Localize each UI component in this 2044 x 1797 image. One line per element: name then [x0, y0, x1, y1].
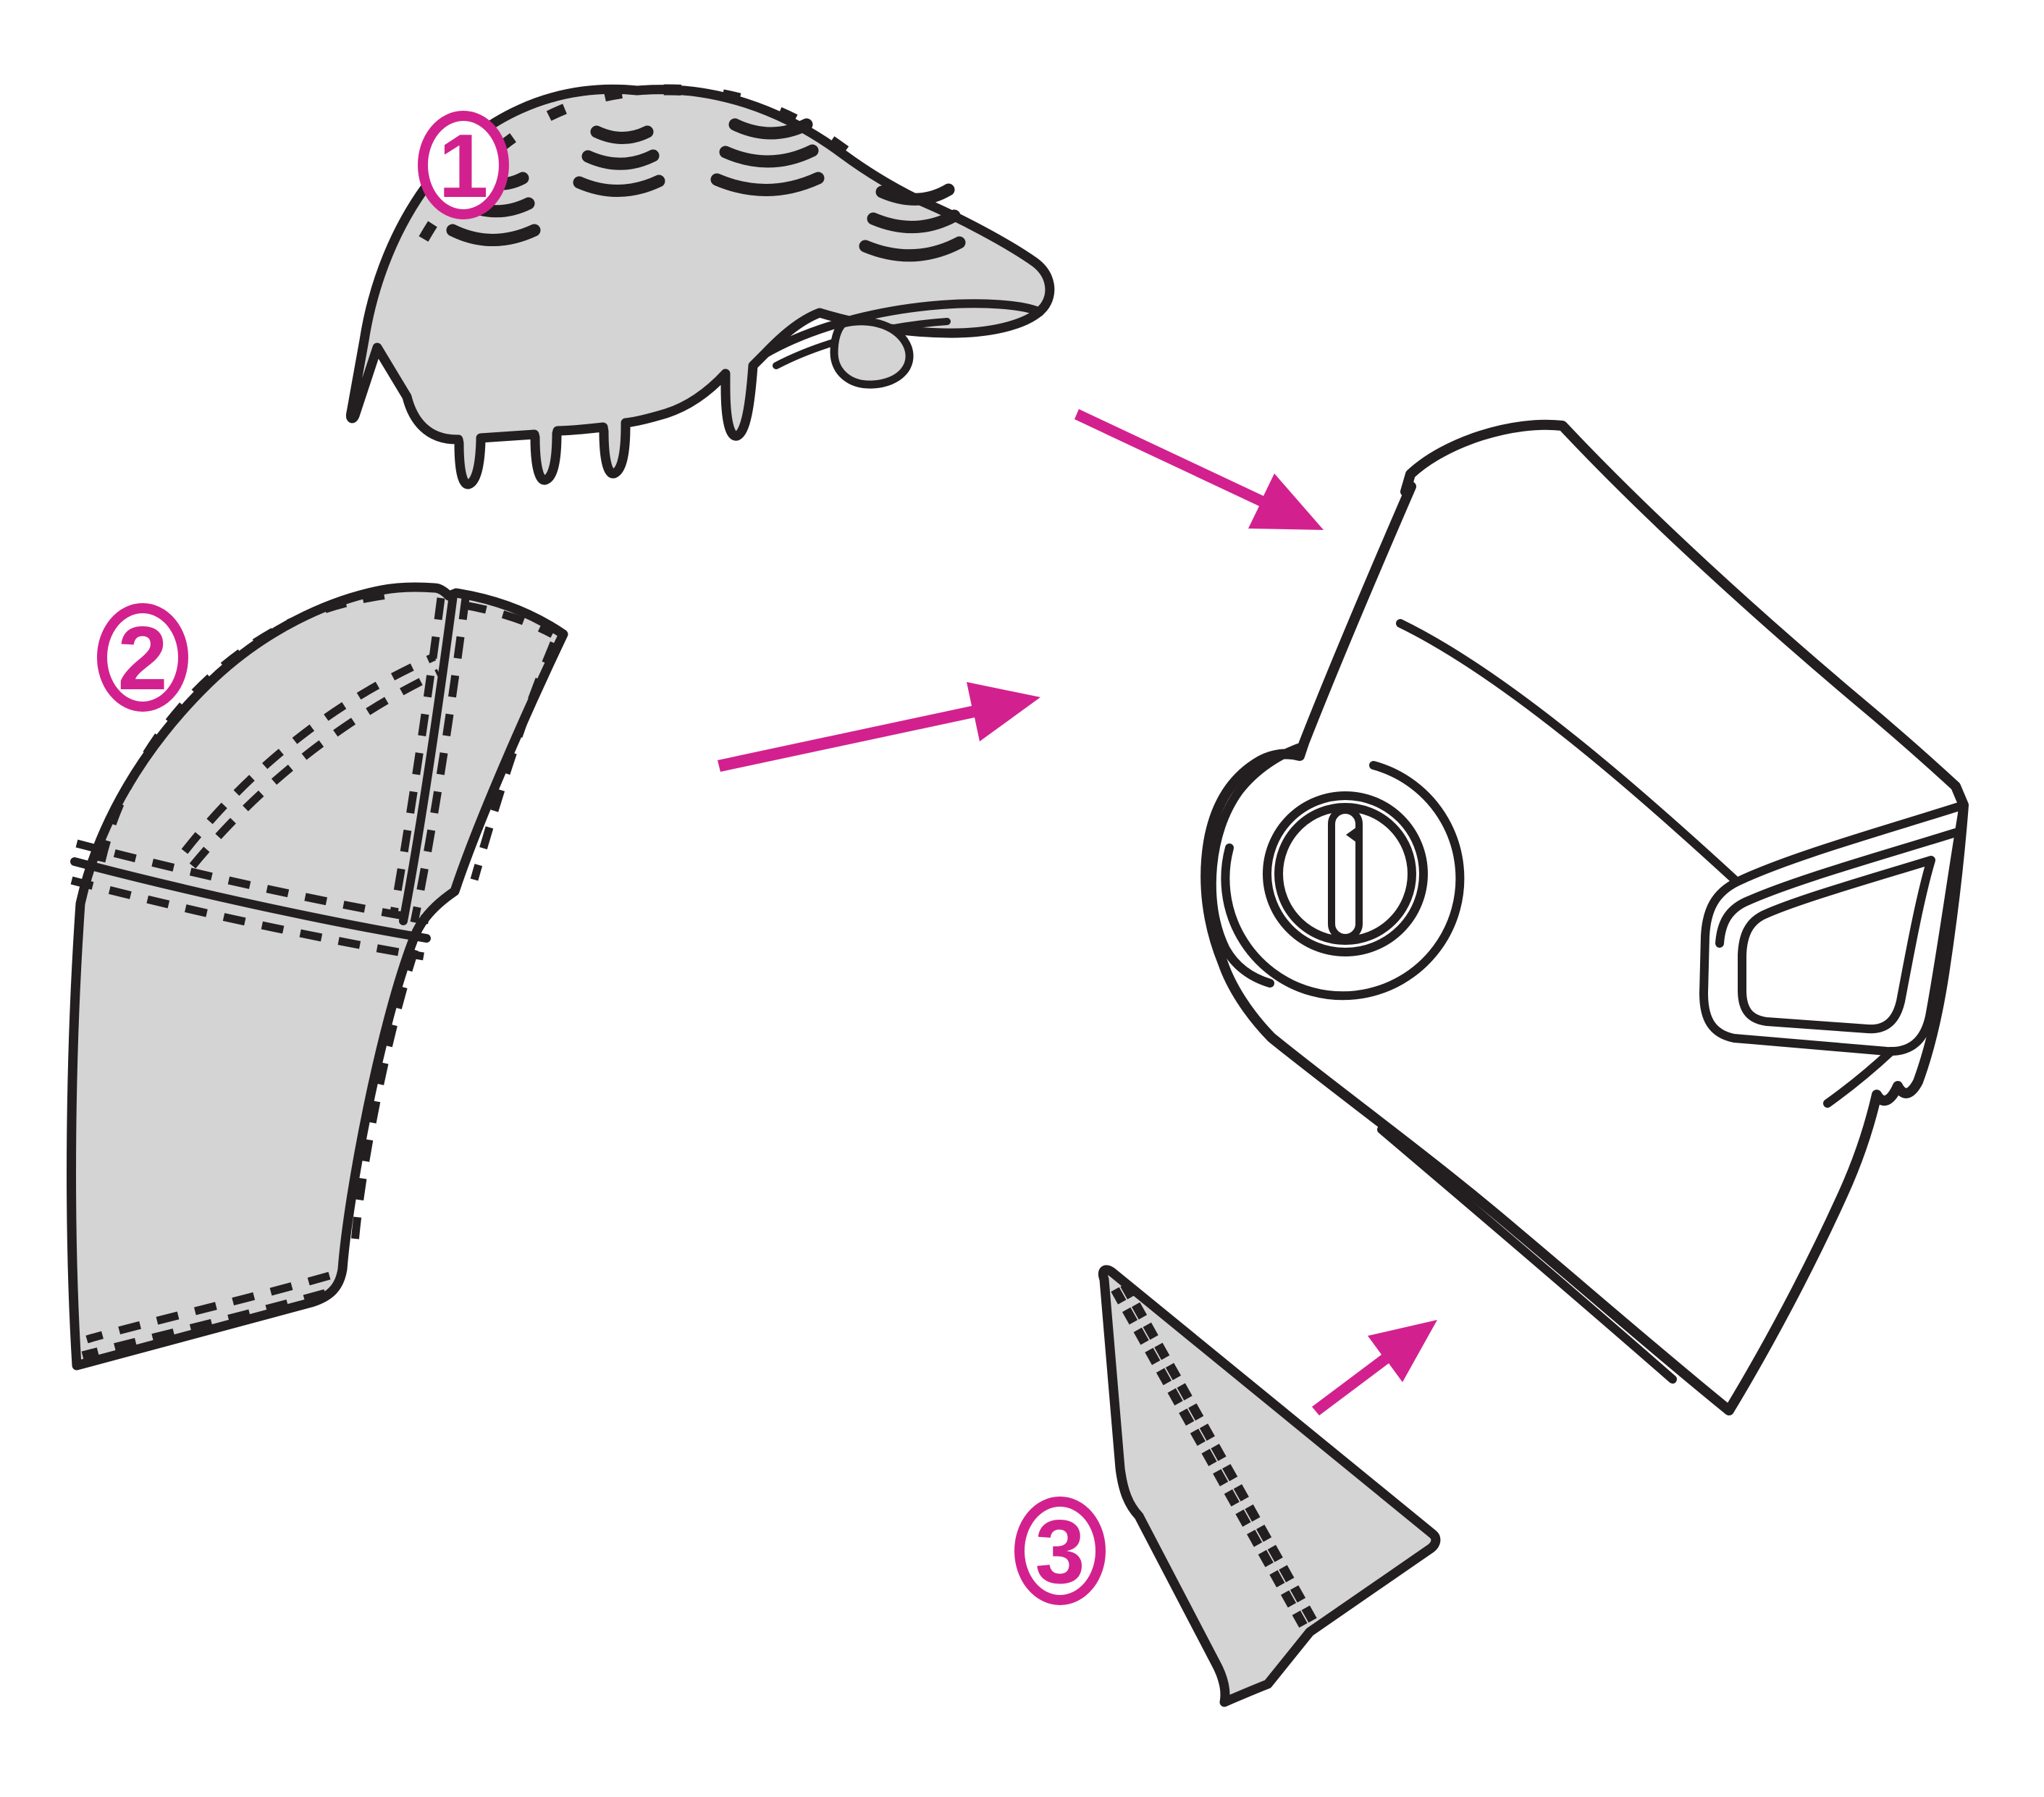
crown-seam-stitch-right [410, 597, 470, 924]
assembly-arrow-2 [718, 682, 1040, 772]
step-badge-2-ring [97, 603, 188, 712]
duct-opening-lip [760, 299, 1044, 358]
step-badge-3: 3 [1014, 1497, 1106, 1605]
duct-inner-boss [830, 317, 914, 389]
vent-slots-right [859, 183, 966, 262]
side-knob-boss [1207, 742, 1307, 988]
waist-seam-stitch-top [75, 839, 429, 925]
crown-seam-stitch-left [389, 597, 445, 917]
vent-slots-mid-right [710, 118, 825, 196]
crown-rim-ticks [419, 84, 851, 242]
side-cover-outline [1098, 1265, 1441, 1707]
assembly-arrow-1 [1074, 409, 1324, 530]
flap-top-stitch [464, 601, 555, 638]
lens-frame-ridge [1715, 828, 1960, 948]
step-badge-3-label: 3 [1035, 1502, 1085, 1602]
helmet-front-crease [1396, 619, 1741, 886]
face-seal-curve [1377, 1125, 1677, 1384]
step-badge-2: 2 [97, 603, 188, 712]
crown-seam [399, 591, 458, 925]
helmet-shell-outline [1200, 419, 1969, 1415]
frame-chin-joint [1823, 1047, 1896, 1108]
drape-edge-stitch [350, 948, 419, 1252]
knob-pointer-icon [1346, 823, 1362, 846]
assembly-arrow-3 [1312, 1320, 1437, 1415]
waist-seam [70, 857, 431, 943]
vent-slots-mid-left [573, 125, 665, 197]
lens-window [1738, 856, 1935, 1034]
knob-recess-arc [1221, 761, 1465, 1001]
lens-frame-outer [1699, 801, 1968, 1056]
knob-slot [1328, 807, 1363, 941]
welding-helmet-shell [1200, 419, 1969, 1415]
overlock-stitch-2 [1120, 1282, 1317, 1623]
air-duct-cover-outline [346, 84, 1055, 489]
step-badge-1: 1 [418, 111, 509, 219]
fabric-head-cover [67, 582, 568, 1371]
knob-outer-ring [1263, 791, 1428, 956]
waist-seam-stitch-bottom [70, 876, 424, 961]
overlock-stitch-1 [1111, 1287, 1308, 1628]
step-badge-1-label: 1 [439, 117, 489, 216]
fabric-side-cover [1098, 1265, 1441, 1707]
step-badge-2-label: 2 [118, 609, 168, 709]
step-badge-3-ring [1014, 1497, 1106, 1605]
flap-edge-stitch [470, 641, 558, 881]
step-badge-1-ring [418, 111, 509, 219]
